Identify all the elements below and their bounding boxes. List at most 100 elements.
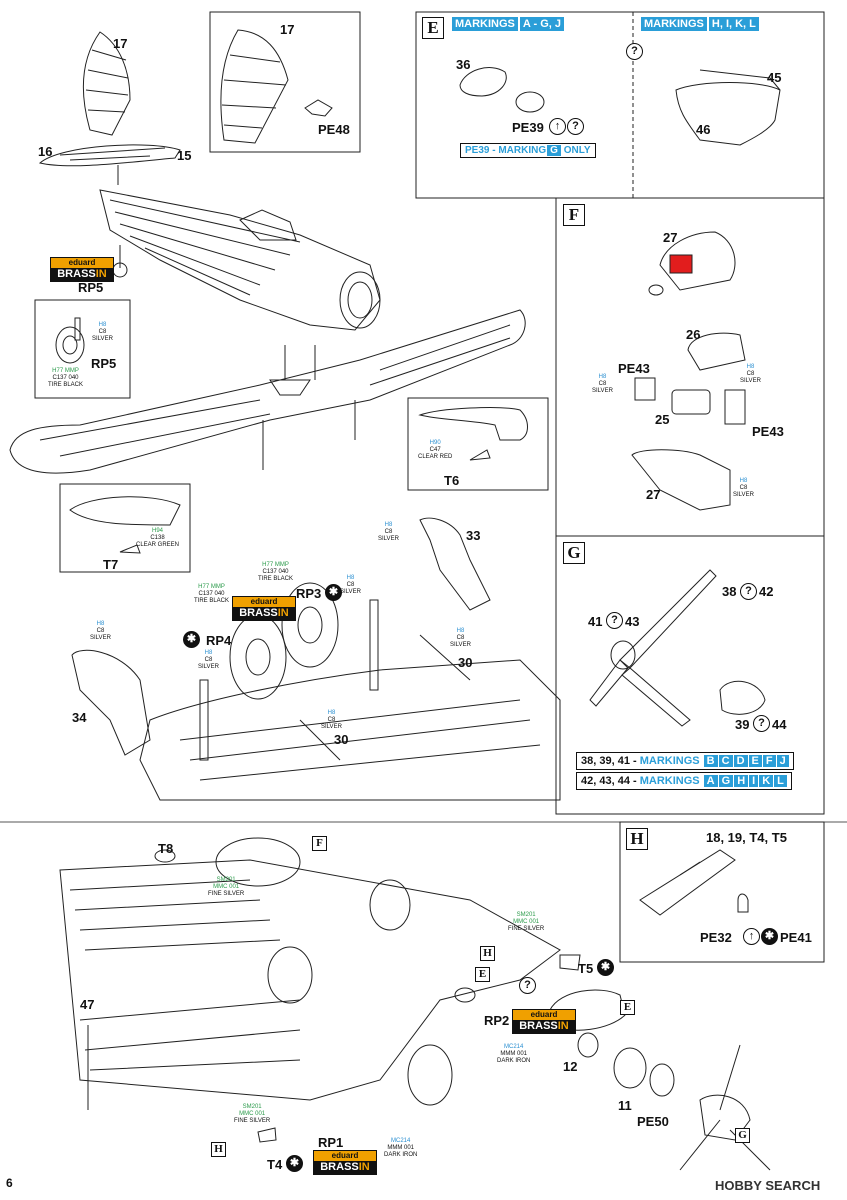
up-arrow-icon: ↑ <box>549 118 566 135</box>
up-arrow-icon: ↑ <box>743 928 760 945</box>
part-33-label: 33 <box>466 528 481 543</box>
part-16-label: 16 <box>38 144 53 159</box>
section-f-ref: F <box>312 836 327 851</box>
page-number: 6 <box>6 1176 13 1190</box>
star-icon: ✱ <box>183 631 200 648</box>
part-27-label: 27 <box>646 487 661 502</box>
brassin-logo: eduard BRASSIN <box>232 596 296 621</box>
question-icon: ? <box>606 612 623 629</box>
part-25-label: 25 <box>655 412 670 427</box>
section-h-ref: H <box>480 946 495 961</box>
part-17-label: 17 <box>280 22 295 37</box>
question-icon: ? <box>753 715 770 732</box>
brassin-logo: eduard BRASSIN <box>512 1009 576 1034</box>
part-rp1-label: RP1 <box>318 1135 344 1150</box>
section-e-ref: E <box>620 1000 635 1015</box>
section-g-badge: G <box>563 542 585 564</box>
part-t8-label: T8 <box>158 841 174 856</box>
part-26-label: 26 <box>686 327 701 342</box>
star-icon: ✱ <box>286 1155 303 1172</box>
section-f-badge: F <box>563 204 585 226</box>
part-46-label: 46 <box>696 122 711 137</box>
brassin-logo: eduard BRASSIN <box>50 257 114 282</box>
part-45-label: 45 <box>767 70 782 85</box>
part-rp3-label: RP3 <box>296 586 322 601</box>
question-icon: ? <box>626 43 643 60</box>
section-e-frame <box>415 11 825 199</box>
part-38-label: 38 <box>722 584 737 599</box>
part-39-label: 39 <box>735 717 750 732</box>
star-icon: ✱ <box>761 928 778 945</box>
part-pe39-label: PE39 <box>512 120 544 135</box>
part-pe32-label: PE32 <box>700 930 732 945</box>
section-g-frame <box>555 535 825 815</box>
question-icon: ? <box>567 118 584 135</box>
part-t6-label: T6 <box>444 473 460 488</box>
part-pe43-label: PE43 <box>752 424 784 439</box>
section-h-frame <box>619 821 825 963</box>
section-g-ref: G <box>735 1128 750 1143</box>
part-34-label: 34 <box>72 710 87 725</box>
question-icon: ? <box>740 583 757 600</box>
part-43-label: 43 <box>625 614 640 629</box>
section-e-badge: E <box>422 17 444 39</box>
part-47-label: 47 <box>80 997 95 1012</box>
brassin-logo: eduard BRASSIN <box>313 1150 377 1175</box>
part-rp5-label: RP5 <box>91 356 117 371</box>
part-30-label: 30 <box>458 655 473 670</box>
part-36-label: 36 <box>456 57 471 72</box>
section-e-ref: E <box>475 967 490 982</box>
part-41-label: 41 <box>588 614 603 629</box>
part-rp2-label: RP2 <box>484 1013 510 1028</box>
question-icon: ? <box>519 977 536 994</box>
section-f-frame <box>555 197 825 537</box>
part-pe48-label: PE48 <box>318 122 350 137</box>
parts-h-label: 18, 19, T4, T5 <box>706 830 787 845</box>
part-11-label: 11 <box>618 1098 632 1113</box>
section-h-badge: H <box>626 828 648 850</box>
part-rp4-label: RP4 <box>206 633 232 648</box>
star-icon: ✱ <box>597 959 614 976</box>
watermark: HOBBY SEARCH <box>715 1178 821 1193</box>
part-rp5-label: RP5 <box>78 280 104 295</box>
part-15-label: 15 <box>177 148 192 163</box>
part-30-label: 30 <box>334 732 349 747</box>
part-pe43-label: PE43 <box>618 361 650 376</box>
part-27-label: 27 <box>663 230 678 245</box>
part-t5-label: T5 <box>578 961 594 976</box>
star-icon: ✱ <box>325 584 342 601</box>
part-t4-label: T4 <box>267 1157 283 1172</box>
part-12-label: 12 <box>563 1059 578 1074</box>
part-44-label: 44 <box>772 717 787 732</box>
section-h-ref: H <box>211 1142 226 1157</box>
part-42-label: 42 <box>759 584 774 599</box>
part-pe41-label: PE41 <box>780 930 812 945</box>
part-pe50-label: PE50 <box>637 1114 669 1129</box>
